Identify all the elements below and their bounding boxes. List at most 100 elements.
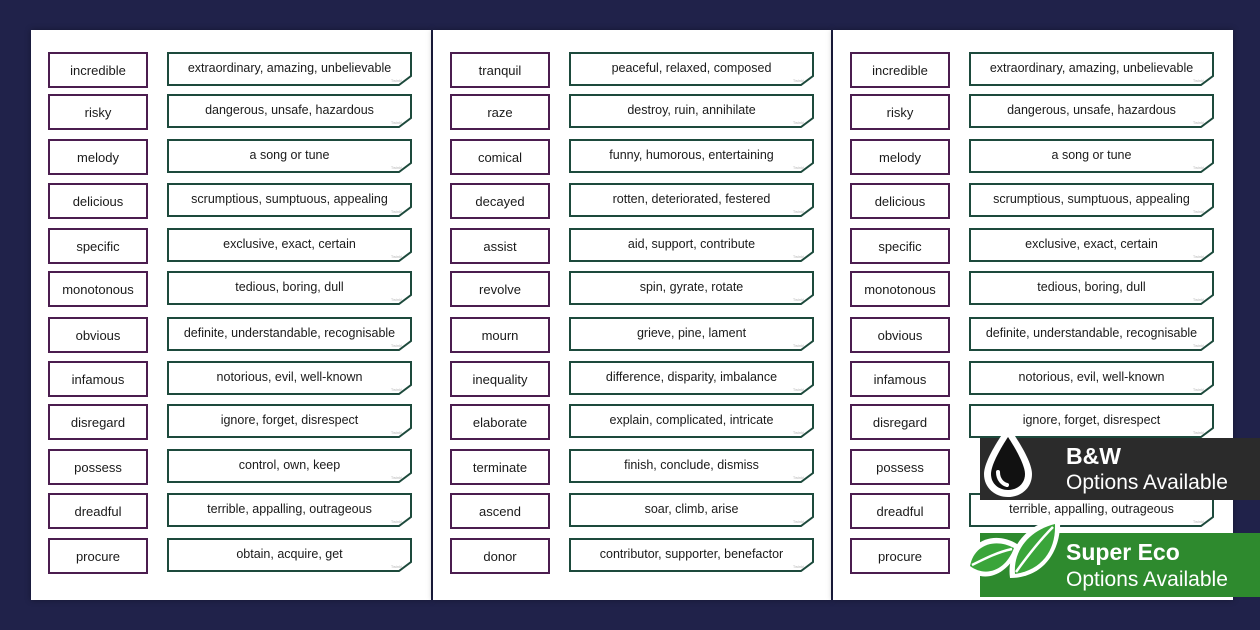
card-row: obvious definite, understandable, recogni… [31,317,431,353]
synonym-text: soar, climb, arise [644,502,739,516]
synonym-text: dangerous, unsafe, hazardous [205,103,374,117]
synonym-text: terrible, appalling, outrageous [207,502,372,516]
card-row: inequality difference, disparity, imbalan… [433,361,831,397]
card-row: obvious definite, understandable, recogni… [833,317,1233,353]
card-watermark: Twinkl [390,254,402,259]
word-card: inequality [450,361,550,397]
card-watermark: Twinkl [1192,387,1204,392]
synonym-text: scrumptious, sumptuous, appealing [993,192,1190,206]
card-watermark: Twinkl [1192,297,1204,302]
card-watermark: Twinkl [390,78,402,83]
eco-badge-subtitle: Options Available [1066,568,1228,591]
word-card: infamous [48,361,148,397]
card-watermark: Twinkl [390,430,402,435]
word-card: infamous [850,361,950,397]
card-watermark: Twinkl [390,475,402,480]
synonym-text: tedious, boring, dull [1037,280,1146,294]
word-card: specific [850,228,950,264]
synonym-text: finish, conclude, dismiss [624,458,759,472]
card-row: possess [833,449,1233,485]
card-watermark: Twinkl [390,120,402,125]
word-card: incredible [48,52,148,88]
word-card: ascend [450,493,550,529]
card-watermark: Twinkl [792,254,804,259]
word-card: revolve [450,271,550,307]
card-watermark: Twinkl [1192,165,1204,170]
word-card: risky [850,94,950,130]
word-card: donor [450,538,550,574]
leaf-icon [958,508,1068,608]
card-watermark: Twinkl [390,519,402,524]
synonym-text: a song or tune [249,148,330,162]
word-card: procure [48,538,148,574]
card-watermark: Twinkl [792,165,804,170]
word-card: monotonous [850,271,950,307]
word-card: possess [48,449,148,485]
card-watermark: Twinkl [792,430,804,435]
card-row: delicious scrumptious, sumptuous, appeali… [31,183,431,219]
eco-badge-title: Super Eco [1066,539,1180,565]
word-card: risky [48,94,148,130]
word-card: tranquil [450,52,550,88]
synonym-text: dangerous, unsafe, hazardous [1007,103,1176,117]
word-card: obvious [850,317,950,353]
synonym-text: scrumptious, sumptuous, appealing [191,192,388,206]
word-card: delicious [48,183,148,219]
synonym-text: funny, humorous, entertaining [609,148,774,162]
word-card: possess [850,449,950,485]
word-card: incredible [850,52,950,88]
card-watermark: Twinkl [390,564,402,569]
card-watermark: Twinkl [1192,209,1204,214]
synonym-text: terrible, appalling, outrageous [1009,502,1174,516]
word-card: disregard [48,404,148,440]
word-card: obvious [48,317,148,353]
card-watermark: Twinkl [792,519,804,524]
synonym-text: difference, disparity, imbalance [605,370,778,384]
synonym-text: explain, complicated, intricate [609,413,774,427]
word-card: specific [48,228,148,264]
card-watermark: Twinkl [792,297,804,302]
synonym-text: grieve, pine, lament [636,326,747,340]
